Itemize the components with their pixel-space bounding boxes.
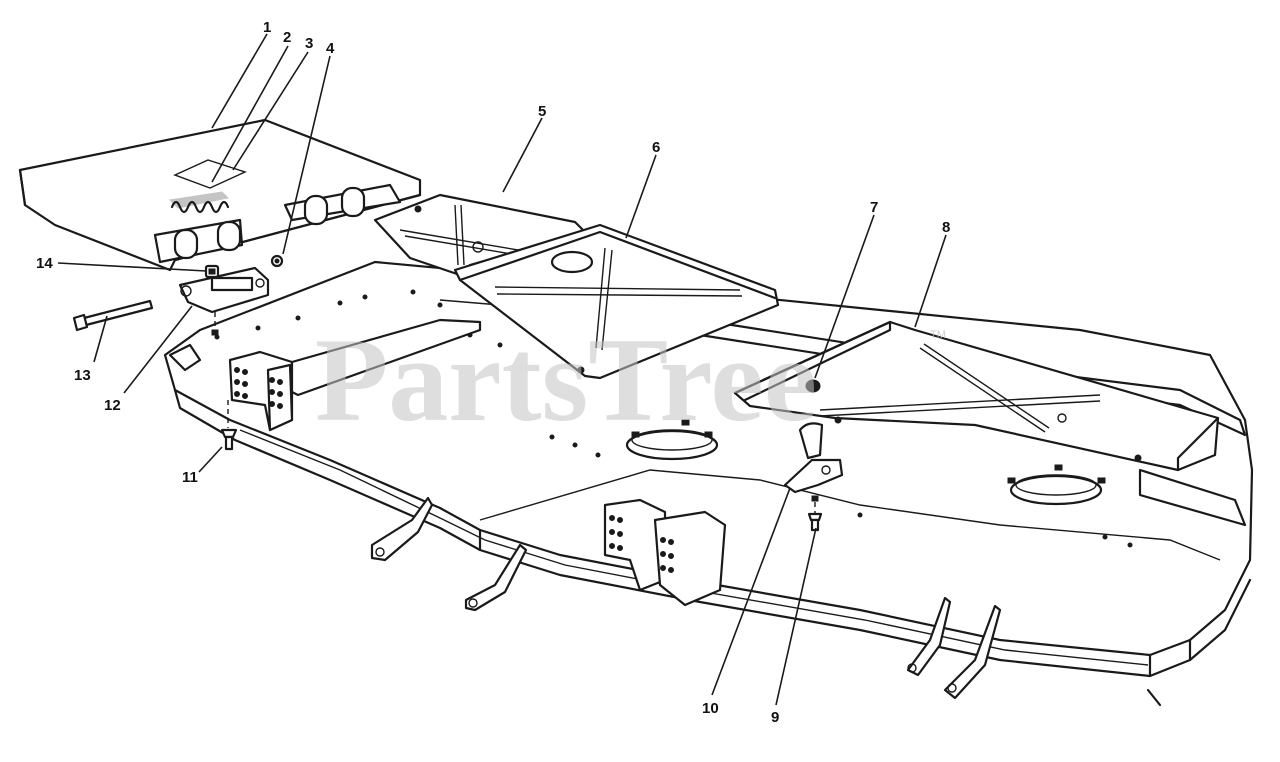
leader-8 xyxy=(914,234,947,328)
leader-4 xyxy=(282,55,331,255)
callout-6: 6 xyxy=(652,139,660,156)
leader-11 xyxy=(198,446,223,473)
leader-9 xyxy=(775,527,817,706)
leader-2 xyxy=(211,45,289,183)
leader-3 xyxy=(232,51,309,171)
part-8-right-cover[interactable] xyxy=(733,320,1220,472)
leader-5 xyxy=(502,117,543,193)
callout-11: 11 xyxy=(182,469,198,486)
callout-3: 3 xyxy=(305,35,313,52)
leader-10 xyxy=(711,487,791,696)
part-10-latch[interactable] xyxy=(783,422,844,502)
watermark-trademark: TM xyxy=(930,329,946,341)
callout-1: 1 xyxy=(263,19,271,36)
leader-7 xyxy=(814,214,875,379)
watermark: PartsTree TM xyxy=(315,313,946,446)
part-1-left-cover[interactable] xyxy=(18,118,422,272)
leader-14 xyxy=(57,262,207,272)
callout-10: 10 xyxy=(702,700,719,717)
callout-8: 8 xyxy=(942,219,950,236)
part-13-bolt[interactable] xyxy=(72,299,154,332)
callout-13: 13 xyxy=(74,367,91,384)
leader-13 xyxy=(93,315,108,363)
callout-5: 5 xyxy=(538,103,546,120)
leader-6 xyxy=(625,154,657,239)
callout-12: 12 xyxy=(104,397,121,414)
callout-4: 4 xyxy=(326,40,335,57)
callout-7: 7 xyxy=(870,199,878,216)
part-11-screw[interactable] xyxy=(220,400,238,451)
leader-lines xyxy=(57,33,947,706)
callout-9: 9 xyxy=(771,709,779,726)
part-7-knob[interactable] xyxy=(805,379,821,393)
part-4-pin-cap[interactable] xyxy=(270,254,284,268)
leader-12 xyxy=(123,305,193,394)
part-14-nut[interactable] xyxy=(204,264,220,279)
leader-1 xyxy=(211,33,268,129)
part-2-spring[interactable] xyxy=(168,191,230,214)
part-9-screw[interactable] xyxy=(807,502,823,532)
part-6-center-plate[interactable] xyxy=(453,223,780,380)
part-12-hinge-bracket[interactable] xyxy=(178,266,270,336)
callout-14: 14 xyxy=(36,255,53,272)
callout-labels: 1 2 3 4 5 6 7 8 9 10 11 12 13 14 xyxy=(36,19,950,726)
watermark-text: PartsTree xyxy=(315,313,817,446)
part-5-center-cover[interactable] xyxy=(373,193,587,277)
callout-2: 2 xyxy=(283,29,291,46)
